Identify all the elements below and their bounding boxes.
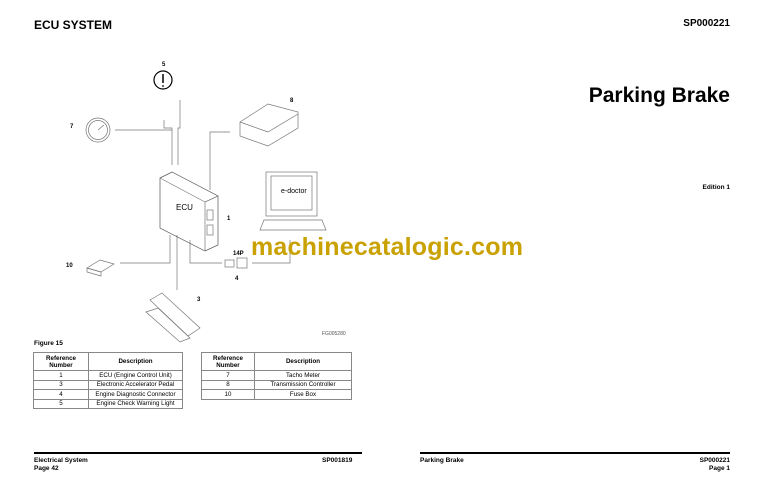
col-reference-number: Reference Number (33, 352, 89, 371)
cell-ref: 10 (201, 389, 255, 400)
cell-desc: ECU (Engine Control Unit) (88, 370, 183, 381)
footer-left-section: Electrical System (34, 457, 88, 464)
wiring-lines (115, 100, 291, 290)
warning-light-icon (153, 70, 173, 90)
label-1: 1 (227, 216, 231, 222)
edition-label: Edition 1 (702, 184, 730, 191)
label-3: 3 (197, 297, 201, 303)
label-10: 10 (66, 263, 73, 269)
watermark: machinecatalogic.com (251, 233, 524, 261)
col-reference-number: Reference Number (201, 352, 255, 371)
footer-right-code: SP000221 (699, 457, 730, 464)
header-left-title: ECU SYSTEM (34, 18, 113, 32)
col-description: Description (88, 352, 183, 371)
footer-divider-left (34, 452, 362, 454)
cell-ref: 4 (33, 389, 89, 400)
tacho-meter-icon (85, 117, 111, 143)
monitor-icon (259, 171, 327, 231)
transmission-controller-icon (239, 103, 299, 147)
cell-ref: 8 (201, 379, 255, 390)
col-description: Description (254, 352, 352, 371)
cell-desc: Engine Diagnostic Connector (88, 389, 183, 400)
cell-desc: Tacho Meter (254, 370, 352, 381)
header-right-code: SP000221 (683, 18, 730, 29)
footer-divider-right (420, 452, 730, 454)
figure-code: FG005280 (322, 331, 346, 337)
footer-right-page: Page 1 (709, 465, 730, 472)
label-14p: 14P (233, 251, 244, 257)
accelerator-pedal-icon (145, 292, 201, 343)
cell-ref: 1 (33, 370, 89, 381)
footer-right-section: Parking Brake (420, 457, 464, 464)
cell-desc: Electronic Accelerator Pedal (88, 379, 183, 390)
label-5: 5 (162, 62, 166, 68)
cell-ref: 3 (33, 379, 89, 390)
diagnostic-connector-icon (224, 257, 248, 269)
label-4: 4 (235, 276, 239, 282)
page-title: Parking Brake (588, 84, 730, 107)
label-8: 8 (290, 98, 294, 104)
cell-ref: 7 (201, 370, 255, 381)
fuse-box-icon (86, 259, 115, 277)
figure-caption: Figure 15 (34, 340, 63, 347)
ecu-box-icon (159, 171, 219, 252)
label-7: 7 (70, 124, 74, 130)
cell-desc: Engine Check Warning Light (88, 398, 183, 409)
monitor-text: e-doctor (281, 188, 307, 195)
cell-desc: Fuse Box (254, 389, 352, 400)
cell-desc: Transmission Controller (254, 379, 352, 390)
ecu-label: ECU (176, 203, 193, 212)
footer-left-code: SP001819 (322, 457, 353, 464)
cell-ref: 5 (33, 398, 89, 409)
ecu-system-diagram (85, 70, 327, 343)
footer-left-page: Page 42 (34, 465, 59, 472)
